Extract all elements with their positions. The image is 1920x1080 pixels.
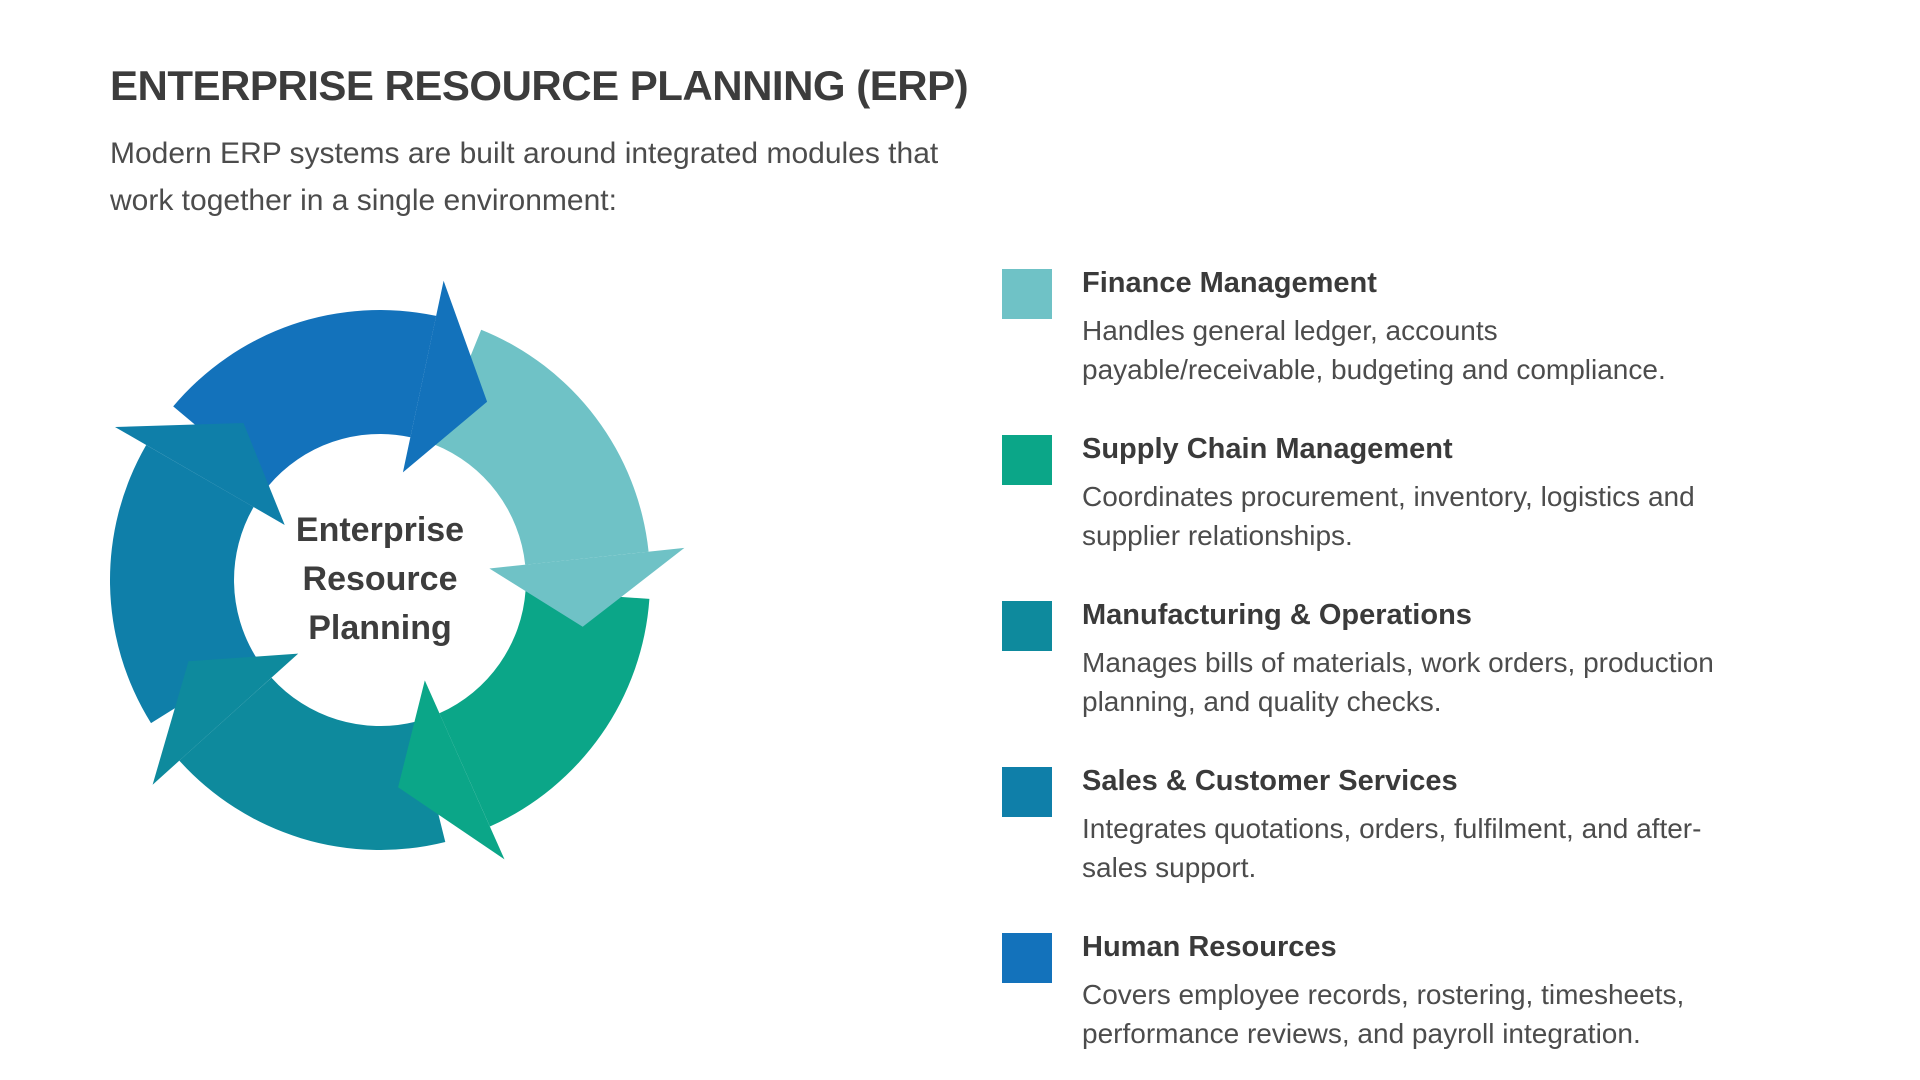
legend-text-sales: Sales & Customer Services Integrates quo…	[1082, 765, 1862, 887]
cycle-arrowhead-supply-chain	[398, 680, 505, 860]
legend-desc-human-resources-line-2: performance reviews, and payroll integra…	[1082, 1018, 1641, 1049]
intro-line-2: work together in a single environment:	[110, 184, 617, 217]
cycle-arrowhead-human-resources	[402, 280, 488, 473]
legend-desc-finance: Handles general ledger, accounts payable…	[1082, 311, 1862, 389]
center-label-line-2: Resource	[302, 560, 458, 598]
cycle-segment-finance	[434, 329, 649, 565]
legend-desc-supply-chain: Coordinates procurement, inventory, logi…	[1082, 477, 1862, 555]
legend-desc-sales-line-1: Integrates quotations, orders, fulfilmen…	[1082, 813, 1702, 844]
intro-line-1: Modern ERP systems are built around inte…	[110, 137, 939, 170]
legend-title-sales: Sales & Customer Services	[1082, 765, 1458, 797]
cycle-arrowhead-sales	[115, 423, 285, 525]
legend-title-supply-chain: Supply Chain Management	[1082, 433, 1453, 465]
cycle-segment-sales	[109, 445, 257, 724]
legend-desc-finance-line-1: Handles general ledger, accounts	[1082, 315, 1498, 346]
human-resources-color-swatch	[1002, 933, 1052, 983]
legend-desc-sales: Integrates quotations, orders, fulfilmen…	[1082, 809, 1862, 887]
cycle-segment-supply-chain	[439, 590, 650, 827]
sales-color-swatch	[1002, 767, 1052, 817]
legend-title-finance: Finance Management	[1082, 267, 1377, 299]
manufacturing-color-swatch	[1002, 601, 1052, 651]
legend-text-human-resources: Human Resources Covers employee records,…	[1082, 931, 1862, 1053]
legend-desc-supply-chain-line-2: supplier relationships.	[1082, 520, 1353, 551]
legend-text-manufacturing: Manufacturing & Operations Manages bills…	[1082, 599, 1862, 721]
legend-text-supply-chain: Supply Chain Management Coordinates proc…	[1082, 433, 1862, 555]
legend-desc-manufacturing: Manages bills of materials, work orders,…	[1082, 643, 1862, 721]
legend-desc-human-resources: Covers employee records, rostering, time…	[1082, 975, 1862, 1053]
supply-chain-color-swatch	[1002, 435, 1052, 485]
cycle-arrowhead-finance	[489, 547, 685, 627]
finance-color-swatch	[1002, 269, 1052, 319]
legend-desc-manufacturing-line-1: Manages bills of materials, work orders,…	[1082, 647, 1714, 678]
cycle-segment-manufacturing	[179, 677, 446, 851]
page-title: ENTERPRISE RESOURCE PLANNING (ERP)	[110, 62, 969, 109]
legend-desc-manufacturing-line-2: planning, and quality checks.	[1082, 686, 1442, 717]
legend-desc-sales-line-2: sales support.	[1082, 852, 1257, 883]
center-label-line-1: Enterprise	[295, 511, 465, 549]
center-label-line-3: Planning	[308, 609, 452, 647]
legend-desc-supply-chain-line-1: Coordinates procurement, inventory, logi…	[1082, 481, 1695, 512]
erp-cycle-diagram	[109, 280, 685, 860]
legend-desc-human-resources-line-1: Covers employee records, rostering, time…	[1082, 979, 1685, 1010]
legend-text-finance: Finance Management Handles general ledge…	[1082, 267, 1862, 389]
cycle-center-label: Enterprise Resource Planning	[250, 506, 510, 653]
legend-desc-finance-line-2: payable/receivable, budgeting and compli…	[1082, 354, 1666, 385]
legend-title-manufacturing: Manufacturing & Operations	[1082, 599, 1472, 631]
legend-title-human-resources: Human Resources	[1082, 931, 1337, 963]
intro-text: Modern ERP systems are built around inte…	[110, 130, 938, 224]
